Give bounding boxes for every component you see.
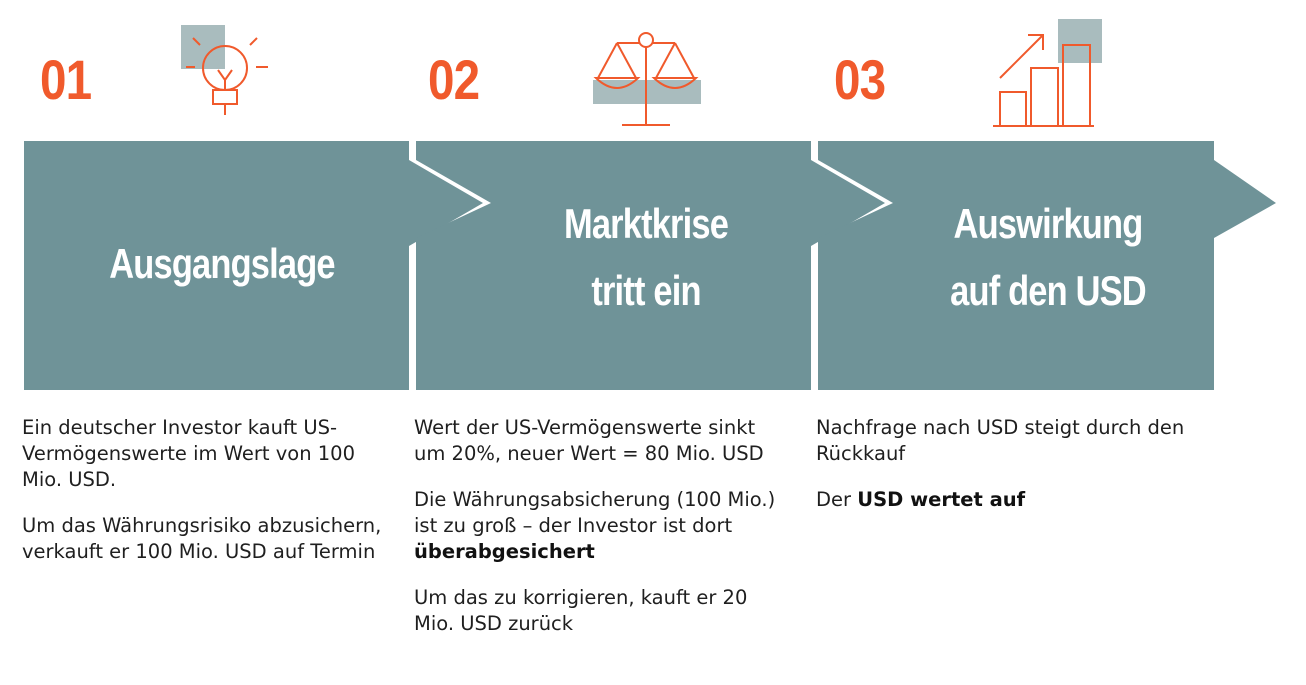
stage-title-2: Marktkrise tritt ein	[563, 200, 729, 315]
step-1-description: Ein deutscher Investor kauft US-Vermögen…	[22, 415, 392, 585]
emphasis-text: überabgesichert	[414, 540, 595, 563]
emphasis-text: USD wertet auf	[857, 488, 1026, 511]
stage-arrow-1	[24, 141, 483, 390]
stage-title-1: Ausgangslage	[109, 240, 335, 287]
step-number-2: 02	[428, 48, 480, 111]
step-number-1: 01	[40, 48, 92, 111]
step-3-paragraph: Der USD wertet auf	[816, 488, 1026, 511]
step-number-3: 03	[834, 48, 886, 111]
scales-icon	[593, 32, 701, 126]
stage-arrow-3	[818, 141, 1276, 390]
step-2-paragraph: Die Währungsabsicherung (100 Mio.) ist z…	[414, 488, 776, 563]
step-1-paragraph: Um das Währungsrisiko abzusichern, verka…	[22, 514, 382, 563]
step-3-description: Nachfrage nach USD steigt durch den Rück…	[816, 415, 1191, 533]
stage-title-3: Auswirkung auf den USD	[950, 200, 1147, 315]
step-1-paragraph: Ein deutscher Investor kauft US-Vermögen…	[22, 416, 355, 491]
step-2-paragraph: Wert der US-Vermögenswerte sinkt um 20%,…	[414, 416, 764, 465]
step-2-paragraph: Um das zu korrigieren, kauft er 20 Mio. …	[414, 586, 748, 635]
step-3-paragraph: Nachfrage nach USD steigt durch den Rück…	[816, 416, 1185, 465]
lightbulb-icon	[181, 25, 268, 115]
rising-bar-chart-icon	[993, 19, 1102, 127]
stage-arrow-2	[416, 141, 885, 390]
step-2-description: Wert der US-Vermögenswerte sinkt um 20%,…	[414, 415, 789, 657]
